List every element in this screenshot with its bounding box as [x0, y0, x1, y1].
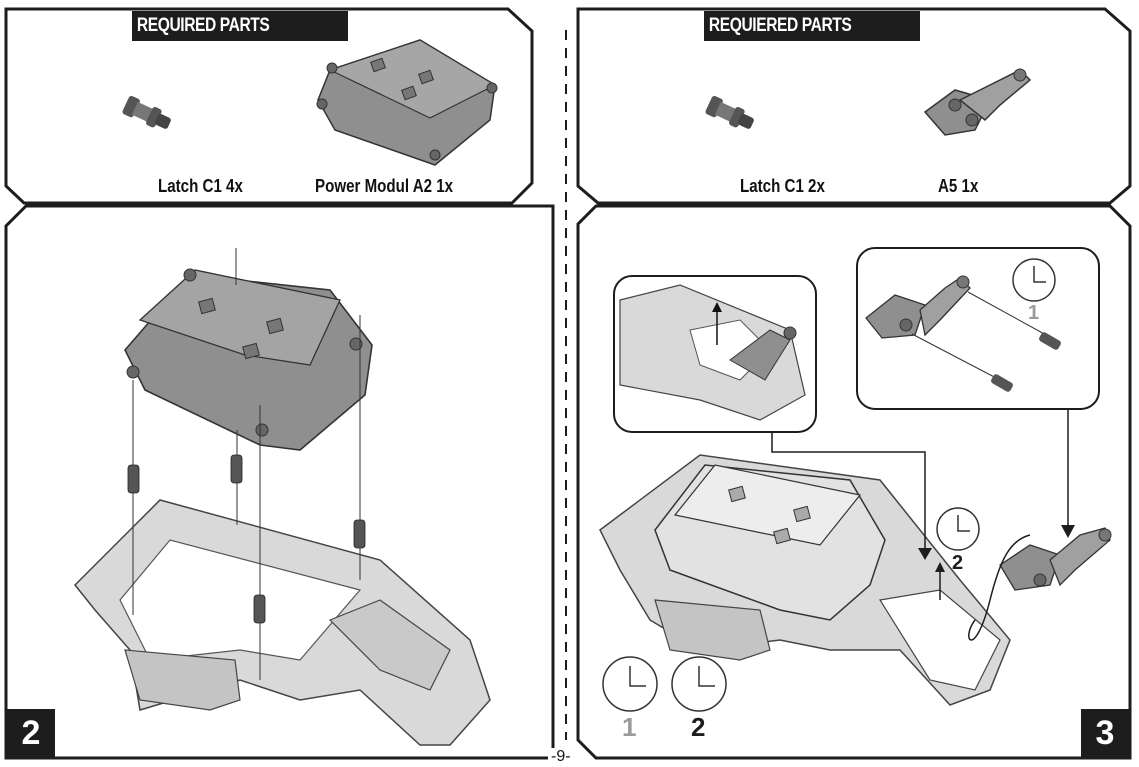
clock-label-main: 2: [952, 552, 964, 574]
clock-icon-legend-1: [602, 656, 658, 712]
clock-label-inset: 1: [1028, 302, 1040, 324]
step2-power-module-illustration: [124, 268, 373, 451]
step3-power-module-illustration: [654, 464, 886, 621]
page-number: -9-: [548, 748, 574, 766]
a5-bracket-part-icon: [923, 68, 1032, 136]
left-parts-panel-frame: [4, 7, 534, 205]
detail-inset-illustration: [619, 284, 806, 421]
step2-chassis-illustration: [73, 499, 491, 746]
arrow-head-a: [918, 548, 932, 560]
step3-callout-lines: [771, 409, 1069, 641]
part-label-latch-c1-left: Latch C1 4x: [158, 176, 243, 196]
latch-insert-inset-illustration: [865, 275, 1061, 392]
right-step-panel-frame: [576, 204, 1132, 760]
right-parts-header: REQUIERED PARTS: [704, 11, 920, 41]
part-label-power-module: Power Modul A2 1x: [315, 176, 454, 196]
latch-c1-part-icon-right: [705, 95, 754, 129]
part-label-a5: A5 1x: [938, 176, 979, 196]
arrow-head-b: [1061, 525, 1075, 538]
clock-icon-legend-2: [671, 656, 727, 712]
part-label-latch-c1-right: Latch C1 2x: [740, 176, 825, 196]
left-parts-header: REQUIRED PARTS: [132, 11, 348, 41]
left-step-panel-frame: [4, 204, 555, 760]
latch-c1-part-icon: [122, 95, 171, 129]
step-number-2: 2: [7, 709, 55, 757]
step-number-3: 3: [1081, 709, 1129, 757]
step3-a5-bracket-illustration: [999, 527, 1112, 591]
arrow-head-c: [935, 562, 945, 572]
clock-icon-inset: [1012, 258, 1056, 302]
right-parts-panel-frame: [576, 7, 1132, 205]
clock-label-legend-2: 2: [691, 712, 706, 742]
clock-label-legend-1: 1: [622, 712, 637, 742]
clock-icon-main: [936, 507, 980, 551]
step2-latch-pins: [127, 454, 366, 624]
power-module-part-icon: [316, 39, 498, 166]
